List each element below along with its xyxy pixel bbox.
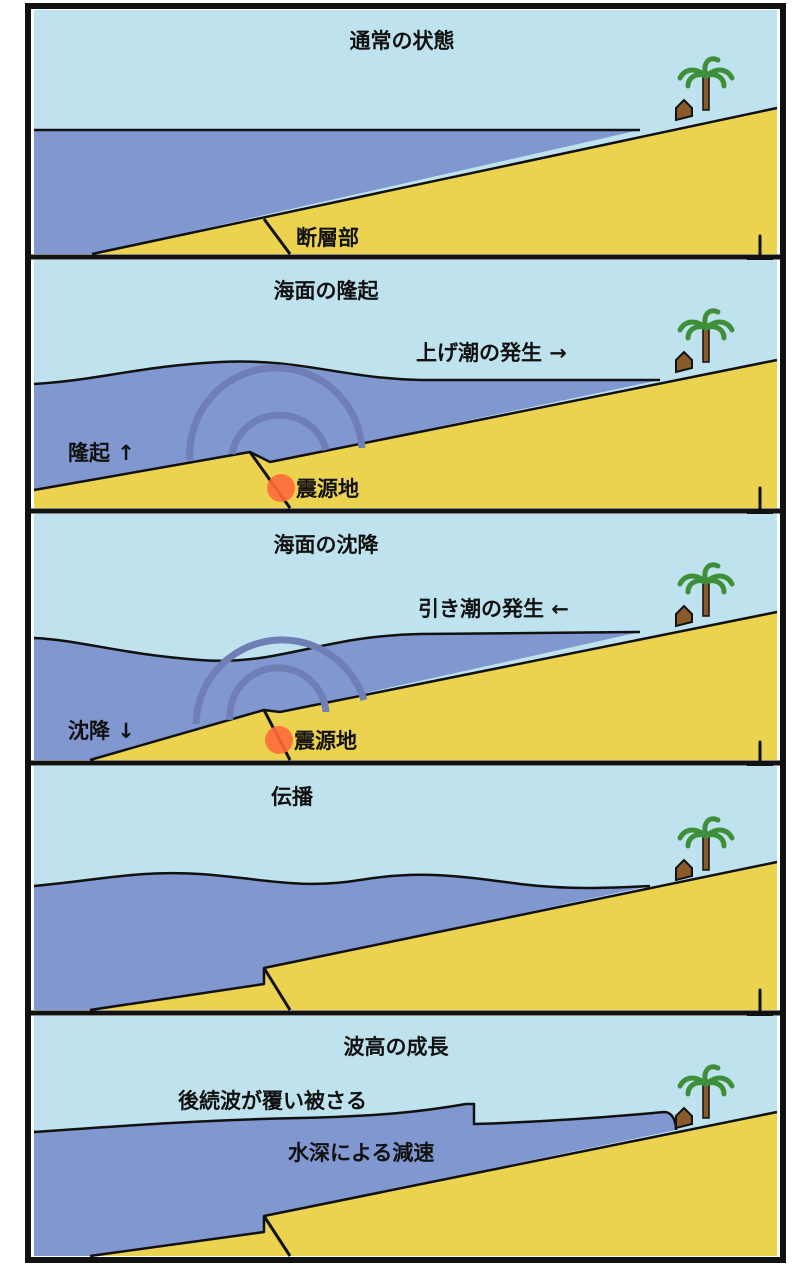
land (90, 862, 777, 1010)
sea (34, 632, 640, 760)
fault-label: 断層部 (296, 226, 359, 250)
house-icon (675, 1106, 693, 1130)
epicenter-label: 震源地 (296, 477, 359, 501)
panel-title: 伝播 (271, 785, 314, 809)
land (34, 360, 777, 508)
palm-tree-icon (677, 1064, 735, 1119)
panel-title: 波高の成長 (344, 1035, 450, 1059)
land (90, 612, 777, 760)
palm-tree-icon (677, 562, 735, 617)
sea (34, 873, 650, 1010)
palm-tree-icon (677, 308, 735, 363)
panel-uplift: 海面の隆起 上げ潮の発生 → 隆起 ↑ 震源地 (33, 260, 778, 536)
panel-subsidence: 海面の沈降 引き潮の発生 ← 沈降 ↓ 震源地 (33, 514, 778, 788)
panel-normal: 通常の状態 断層部 (34, 10, 778, 282)
wave-ring (226, 664, 330, 721)
fault-line (262, 1215, 292, 1257)
panel-title: 通常の状態 (350, 29, 455, 53)
high-tide-label: 上げ潮の発生 → (416, 341, 567, 365)
wave-ring (228, 411, 330, 455)
palm-tree-icon (677, 56, 735, 111)
panel-title: 海面の隆起 (274, 279, 380, 303)
house-icon (675, 98, 693, 122)
house-icon (675, 604, 693, 628)
panel-propagation: 伝播 (33, 766, 778, 1038)
wave-ring (192, 636, 368, 725)
fault-line (262, 967, 292, 1011)
subsidence-label: 沈降 ↓ (68, 719, 135, 743)
epicenter-marker (265, 726, 293, 754)
outer-frame (25, 3, 786, 1263)
epicenter-marker (267, 474, 295, 502)
fault-line (262, 218, 292, 255)
house-icon (675, 858, 693, 882)
palm-tree-icon (677, 816, 735, 871)
low-tide-label: 引き潮の発生 ← (418, 597, 569, 621)
panel-title: 海面の沈降 (274, 533, 380, 557)
overtaking-wave-label: 後続波が覆い被さる (178, 1089, 367, 1113)
panel-wave-growth: 波高の成長 後続波が覆い被さる 水深による減速 (33, 1016, 778, 1258)
house-icon (675, 350, 693, 374)
sea (34, 130, 640, 254)
uplift-label: 隆起 ↑ (68, 441, 135, 465)
epicenter-label: 震源地 (294, 729, 357, 753)
wave-ring (186, 364, 366, 461)
depth-deceleration-label: 水深による減速 (288, 1141, 434, 1165)
sea (34, 1104, 676, 1256)
